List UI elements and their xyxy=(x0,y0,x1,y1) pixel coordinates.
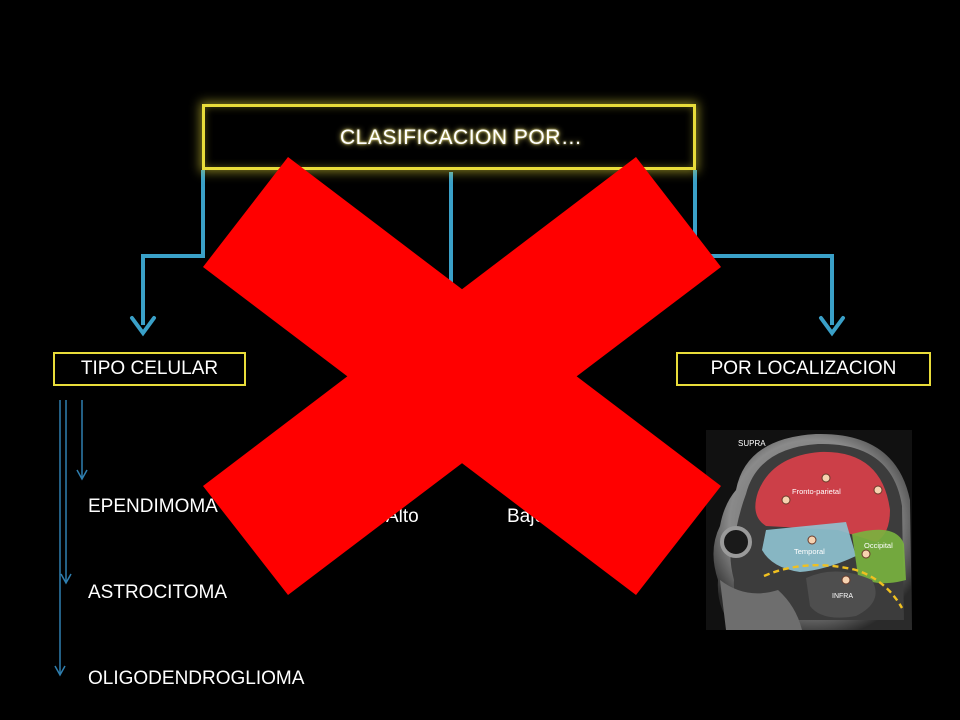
arrow-head-left xyxy=(130,316,156,337)
grade-high-label: Alto xyxy=(386,506,419,527)
grade-low-label: Bajo xyxy=(507,506,546,527)
diagram-title: CLASIFICACION POR… xyxy=(340,126,583,149)
cell-type-astrocitoma: ASTROCITOMA xyxy=(88,582,227,603)
connector-right xyxy=(693,170,834,325)
brain-mri-image: SUPRA Fronto-parietal Temporal Occipital… xyxy=(706,430,912,630)
region-supra-label: SUPRA xyxy=(738,439,766,448)
cell-arrow-astro-head xyxy=(60,573,72,585)
cell-type-ependimoma: EPENDIMOMA xyxy=(88,496,218,517)
cell-type-oligodendroglioma: OLIGODENDROGLIOMA xyxy=(88,668,305,689)
cell-arrow-oligo-head xyxy=(54,665,66,677)
region-temporal-label: Temporal xyxy=(794,547,825,556)
category-location: POR LOCALIZACION xyxy=(676,352,931,386)
connector-left xyxy=(141,170,205,325)
region-occipital-label: Occipital xyxy=(864,541,893,550)
arrow-head-right xyxy=(819,316,845,337)
region-temporal-shape xyxy=(762,522,856,572)
region-fronto-parietal-label: Fronto-parietal xyxy=(792,487,841,496)
category-cell-type: TIPO CELULAR xyxy=(53,352,246,386)
region-infra-label: INFRA xyxy=(832,593,853,600)
cell-arrow-epend-head xyxy=(76,469,88,481)
region-supra-shape xyxy=(755,451,890,542)
region-occipital-shape xyxy=(852,529,906,584)
